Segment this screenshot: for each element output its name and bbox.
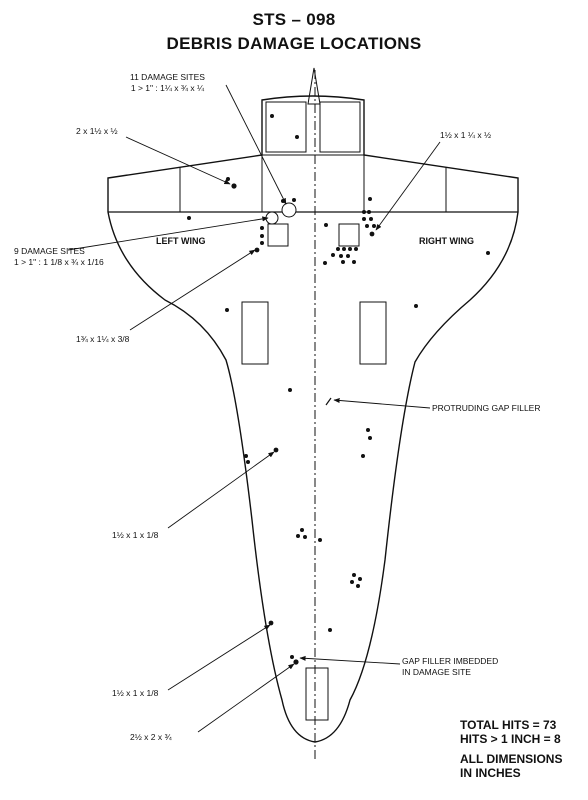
damage-hit [346, 254, 350, 258]
damage-hit [260, 241, 264, 245]
damage-hit [300, 528, 304, 532]
damage-site-large [281, 202, 297, 218]
leader-line [125, 136, 231, 185]
callout-gap-filler: PROTRUDING GAP FILLER [432, 403, 541, 413]
summary-dims-line2: IN INCHES [460, 766, 521, 780]
damage-hit [260, 226, 264, 230]
nose-gear-door [305, 667, 329, 721]
damage-hit [368, 436, 372, 440]
damage-hits [187, 114, 490, 665]
damage-hit [350, 580, 354, 584]
damage-hit [231, 183, 237, 189]
left-oms-pod [265, 101, 307, 153]
damage-hit [323, 261, 327, 265]
leader-line [225, 84, 287, 205]
diagram-title: STS – 098 [252, 10, 336, 29]
callout-right-top: 1½ x 1 ¼ x ½ [440, 130, 492, 140]
damage-hit [414, 304, 418, 308]
damage-hit [348, 247, 352, 251]
right-wing-label: RIGHT WING [419, 236, 474, 246]
leader-line [375, 141, 441, 231]
callout-9-sites-line2: 1 > 1" : 1 1/8 x ¾ x 1/16 [14, 257, 104, 267]
summary-total-hits: TOTAL HITS = 73 [460, 718, 557, 732]
callout-1-3-4: 1¾ x 1¼ x 3/8 [76, 334, 130, 344]
callout-gap-imbedded: GAP FILLER IMBEDDED IN DAMAGE SITE [402, 656, 498, 678]
damage-hit [273, 447, 279, 453]
damage-hit [339, 254, 343, 258]
damage-hit [367, 210, 371, 214]
damage-hit [292, 198, 296, 202]
callout-lower: 1½ x 1 x 1/8 [112, 688, 159, 698]
callout-11-sites-line2: 1 > 1" : 1¼ x ¾ x ¼ [130, 83, 205, 93]
callout-2x1half: 2 x 1½ x ½ [76, 126, 118, 136]
damage-hit [290, 655, 294, 659]
damage-hit [293, 659, 299, 665]
damage-hit [296, 534, 300, 538]
damage-hit [369, 231, 375, 237]
damage-hit [303, 535, 307, 539]
callout-9-sites: 9 DAMAGE SITES 1 > 1" : 1 1/8 x ¾ x 1/16 [14, 246, 104, 268]
damage-hit [486, 251, 490, 255]
damage-hit [318, 538, 322, 542]
summary-dimensions: ALL DIMENSIONS IN INCHES [460, 752, 562, 780]
summary-dims-line1: ALL DIMENSIONS [460, 752, 563, 766]
damage-hit [260, 234, 264, 238]
damage-hit [336, 247, 340, 251]
damage-hit [187, 216, 191, 220]
damage-hit [341, 260, 345, 264]
callout-bottom: 2½ x 2 x ¾ [130, 732, 172, 742]
damage-hit [361, 454, 365, 458]
damage-hit [362, 217, 366, 221]
callout-11-sites: 11 DAMAGE SITES 1 > 1" : 1¼ x ¾ x ¼ [130, 72, 205, 94]
orbiter-outline [107, 95, 519, 743]
damage-hit [295, 135, 299, 139]
damage-hit [352, 573, 356, 577]
damage-hit [342, 247, 346, 251]
leader-line [129, 249, 256, 331]
damage-hit [352, 260, 356, 264]
leader-line [67, 216, 269, 251]
damage-hit [354, 247, 358, 251]
damage-hit [254, 247, 260, 253]
leader-line [333, 397, 431, 409]
right-main-gear-door [359, 301, 387, 365]
damage-hit [324, 223, 328, 227]
leader-line [299, 655, 401, 665]
right-oms-pod [319, 101, 361, 153]
left-main-gear-door [241, 301, 269, 365]
damage-hit [225, 308, 229, 312]
damage-hit [372, 224, 376, 228]
damage-hit [268, 620, 274, 626]
damage-hit [362, 210, 366, 214]
damage-hit [365, 224, 369, 228]
leader-line [167, 624, 271, 691]
diagram-subtitle: DEBRIS DAMAGE LOCATIONS [166, 34, 422, 53]
leader-line [197, 663, 295, 733]
damage-hit [288, 388, 292, 392]
callout-gap-imbedded-line2: IN DAMAGE SITE [402, 667, 471, 677]
damage-hit [366, 428, 370, 432]
left-wing-label: LEFT WING [156, 236, 206, 246]
damage-hit [328, 628, 332, 632]
damage-hit [368, 197, 372, 201]
vertical-tail [307, 67, 321, 105]
gap-filler-mark [325, 397, 332, 406]
damage-hit [226, 177, 230, 181]
damage-hit [356, 584, 360, 588]
callout-gap-imbedded-line1: GAP FILLER IMBEDDED [402, 656, 499, 666]
damage-hit [358, 577, 362, 581]
left-umbilical-door [267, 223, 289, 247]
leader-line [167, 451, 275, 529]
damage-hit [244, 454, 248, 458]
damage-hit [369, 217, 373, 221]
callout-11-sites-line1: 11 DAMAGE SITES [130, 72, 205, 82]
callout-mid: 1½ x 1 x 1/8 [112, 530, 159, 540]
damage-hit [331, 253, 335, 257]
damage-hit [270, 114, 274, 118]
damage-hit [246, 460, 250, 464]
summary-hits-over-1: HITS > 1 INCH = 8 [460, 732, 561, 746]
right-umbilical-door [338, 223, 360, 247]
callout-9-sites-line1: 9 DAMAGE SITES [14, 246, 85, 256]
